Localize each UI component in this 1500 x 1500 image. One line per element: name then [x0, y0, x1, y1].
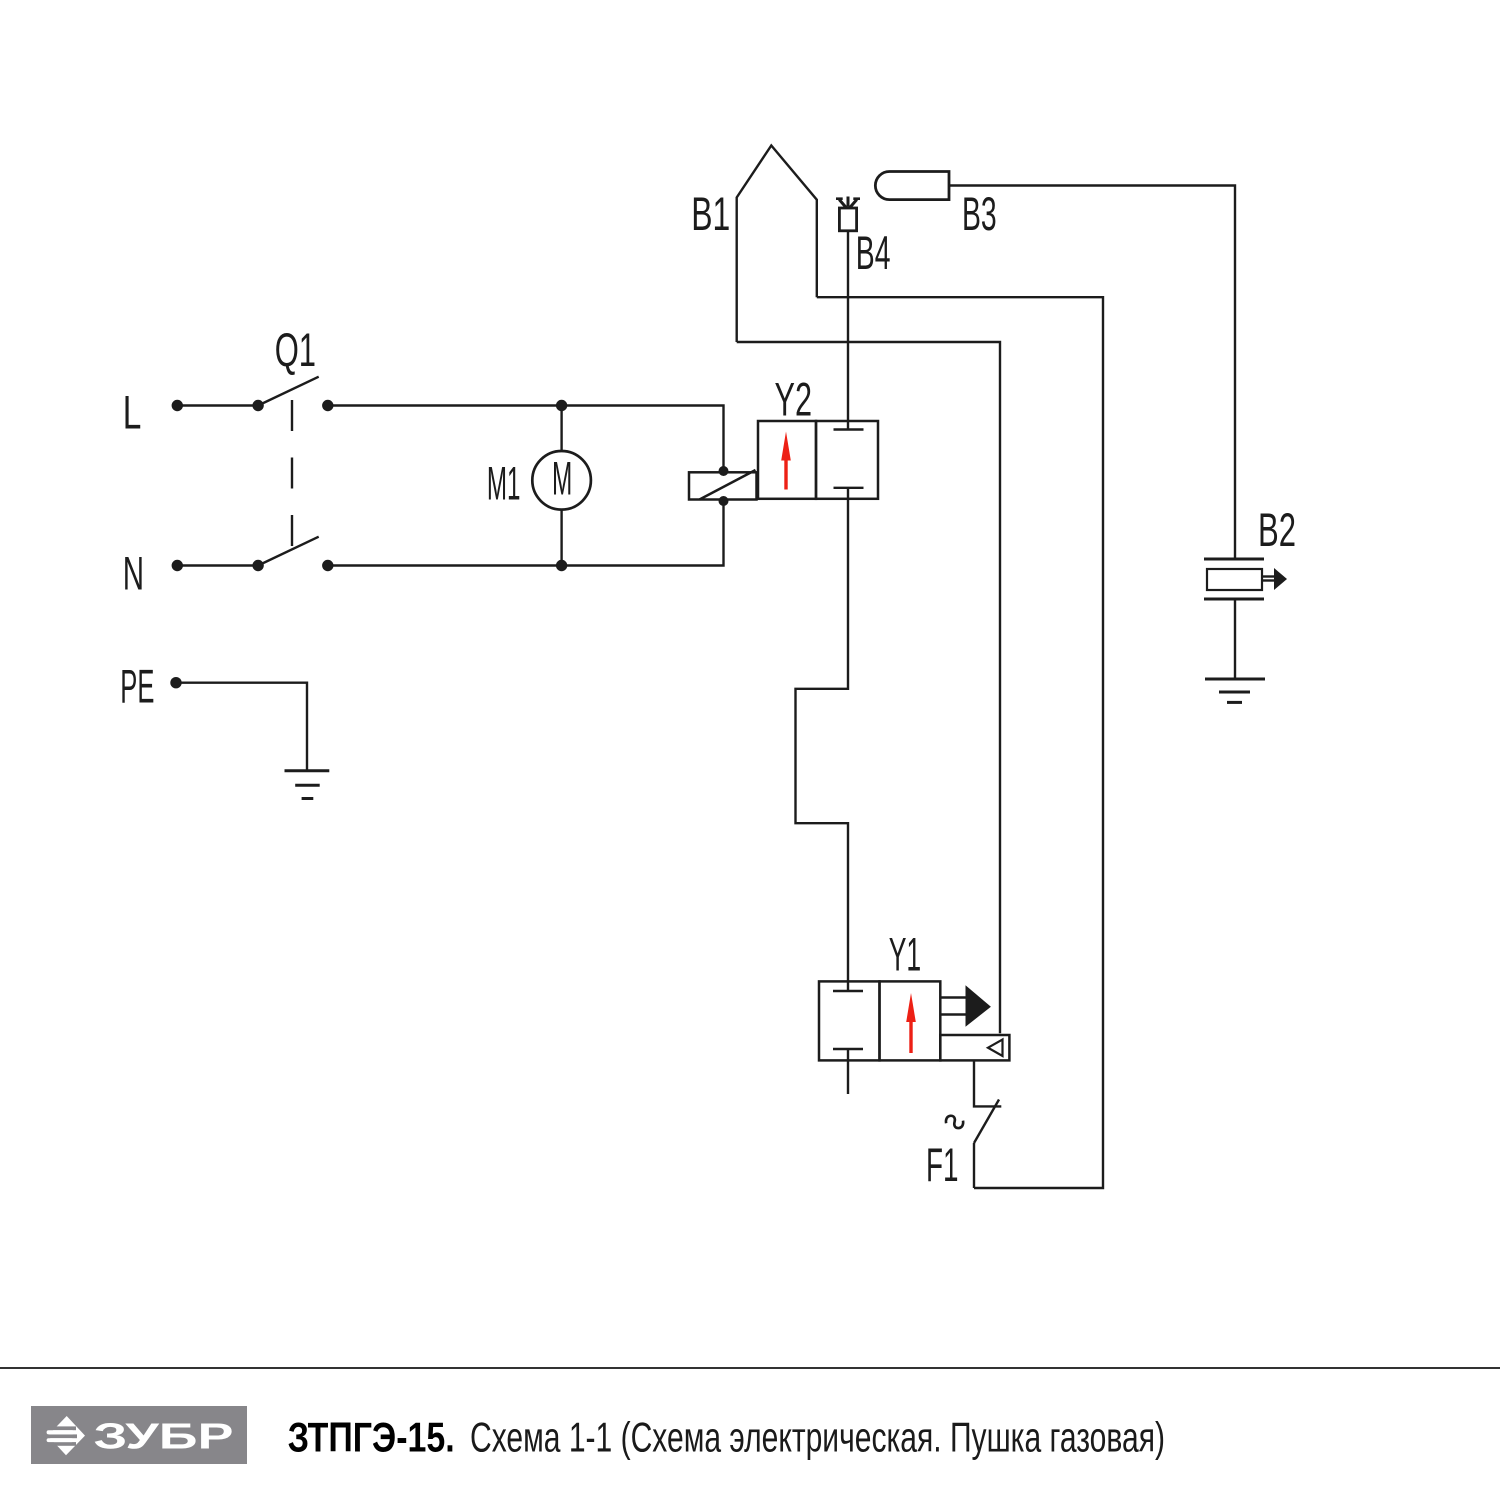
svg-text:PE: PE	[120, 660, 154, 713]
svg-text:L: L	[123, 386, 142, 439]
svg-text:M1: M1	[487, 457, 521, 510]
svg-text:B2: B2	[1258, 503, 1296, 556]
svg-text:Схема 1-1 (Схема электрическая: Схема 1-1 (Схема электрическая. Пушка га…	[470, 1414, 1165, 1461]
svg-text:ЗТПГЭ-15.: ЗТПГЭ-15.	[288, 1414, 455, 1461]
svg-text:Y2: Y2	[775, 373, 813, 426]
svg-text:ЗУБР: ЗУБР	[94, 1415, 234, 1456]
svg-text:M: M	[552, 452, 572, 505]
svg-text:B3: B3	[962, 187, 997, 240]
svg-text:B4: B4	[856, 226, 891, 279]
svg-text:B1: B1	[691, 187, 730, 240]
svg-text:F1: F1	[926, 1138, 959, 1191]
svg-text:Q1: Q1	[275, 323, 316, 376]
svg-text:Y1: Y1	[889, 928, 922, 981]
svg-text:N: N	[123, 547, 144, 600]
